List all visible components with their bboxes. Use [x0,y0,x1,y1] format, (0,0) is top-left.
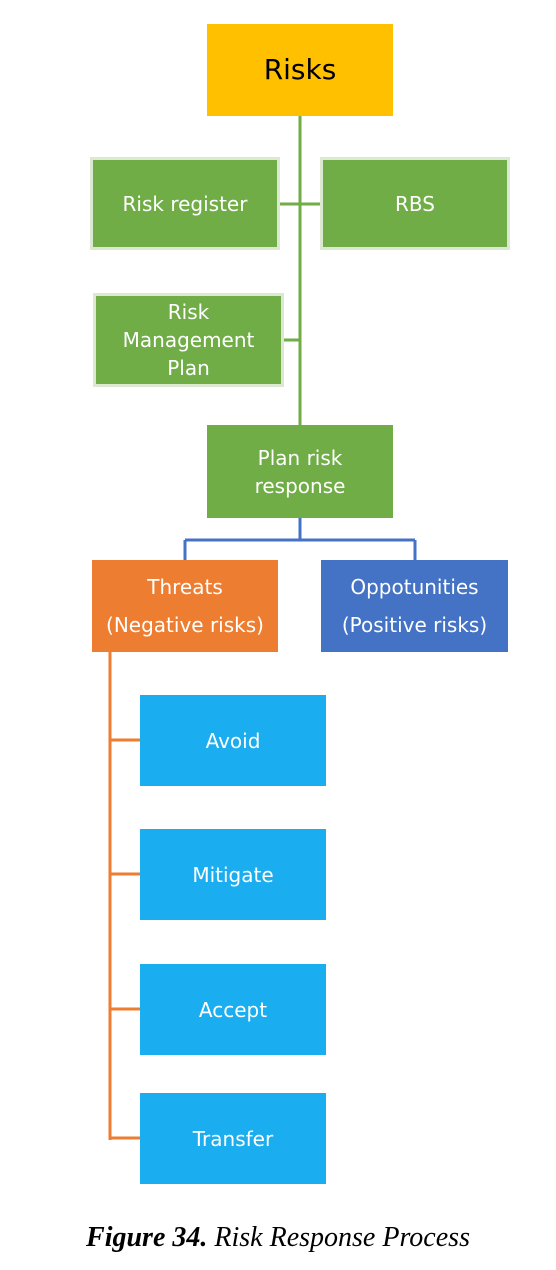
figure-caption: Figure 34. Risk Response Process [0,1222,556,1254]
accept-node: Accept [140,964,326,1055]
figure-label: Figure 34. [86,1222,208,1253]
threats-node: Threats (Negative risks) [92,560,278,652]
avoid-node: Avoid [140,695,326,786]
mitigate-node: Mitigate [140,829,326,920]
rbs-node: RBS [320,157,510,250]
risk-management-plan-node: Risk Management Plan [93,293,284,387]
risk-register-node: Risk register [90,157,280,250]
transfer-node: Transfer [140,1093,326,1184]
opportunities-node: Oppotunities (Positive risks) [321,560,508,652]
plan-risk-response-node: Plan risk response [207,425,393,518]
figure-title: Risk Response Process [214,1222,470,1253]
risks-node: Risks [207,24,393,116]
